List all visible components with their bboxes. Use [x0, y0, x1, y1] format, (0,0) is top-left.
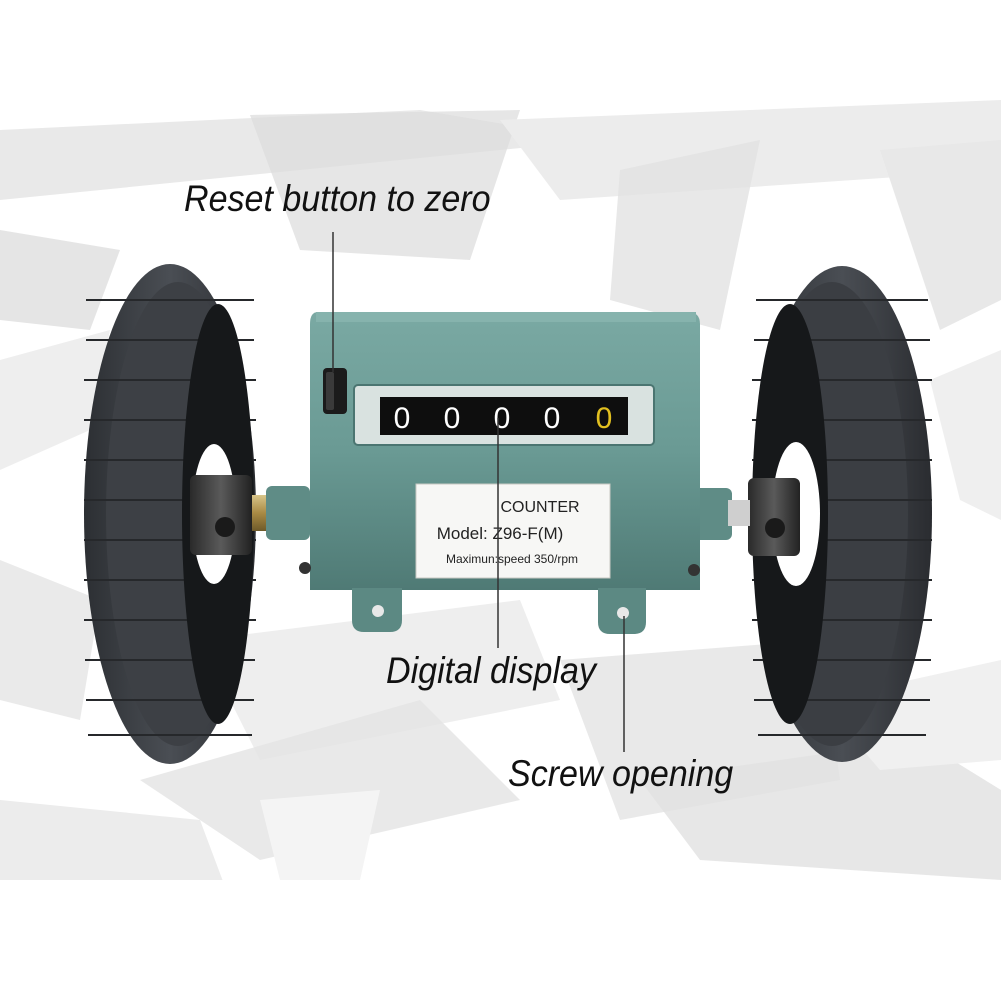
plate-title: COUNTER: [500, 499, 579, 516]
mounting-feet: [352, 588, 646, 634]
axle: [252, 486, 750, 540]
plate-speed: Maximun:speed 350/rpm: [446, 552, 578, 566]
screw-hole-right: [617, 607, 629, 619]
display-digit-last: 0: [596, 402, 613, 435]
reset-button[interactable]: [323, 368, 347, 414]
digital-display-callout: Digital display: [386, 650, 597, 691]
display-digit: 0: [494, 402, 511, 435]
label-plate: COUNTER Model: Z96-F(M) Maximun:speed 35…: [415, 483, 611, 579]
right-wheel: [748, 266, 932, 762]
plate-model: Model: Z96-F(M): [437, 524, 564, 543]
digital-display: 0 0 0 0 0: [353, 384, 655, 446]
left-wheel: [84, 264, 256, 764]
display-digit: 0: [394, 402, 411, 435]
display-digit: 0: [544, 402, 561, 435]
display-digit: 0: [444, 402, 461, 435]
screw-hole-left: [372, 605, 384, 617]
screw-opening-callout: Screw opening: [508, 753, 734, 794]
reset-button-callout: Reset button to zero: [184, 178, 491, 219]
callout-lines: [332, 232, 625, 752]
